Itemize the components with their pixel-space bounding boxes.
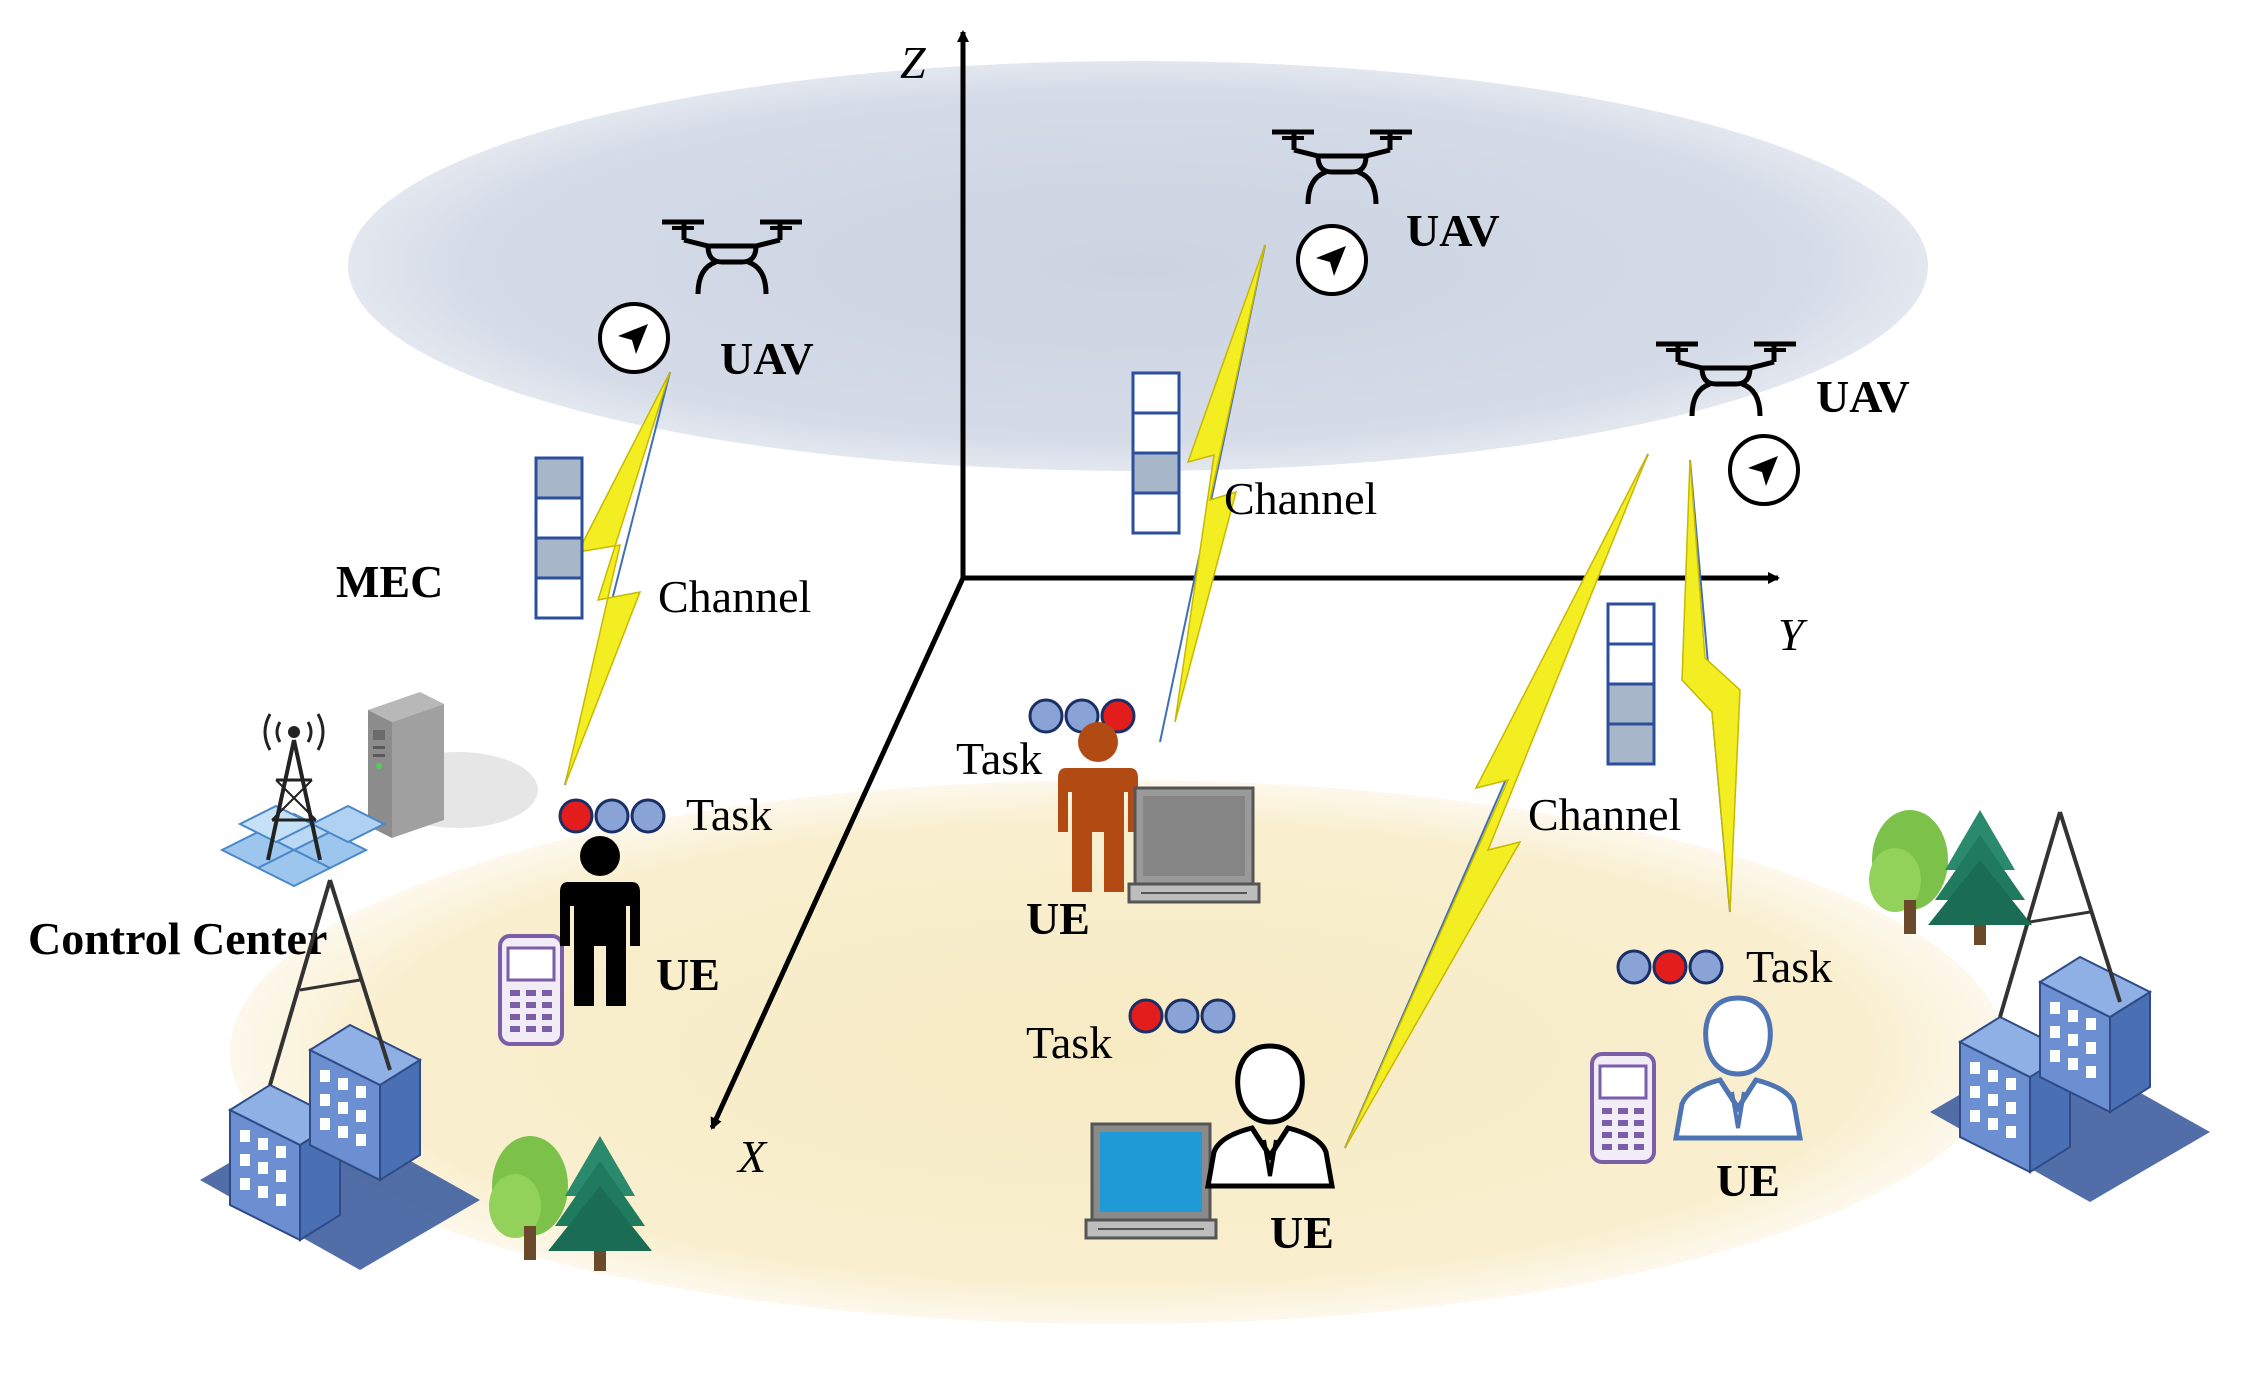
task-label-4: Task [1746,941,1832,992]
channel-label-1: Channel [658,571,811,622]
channel-label-3: Channel [1528,789,1681,840]
channel-label-2: Channel [1224,473,1377,524]
task-label-3: Task [1026,1017,1112,1068]
mec-label: MEC [336,556,443,607]
control-center-tower-icon [219,713,387,888]
task-queue-1 [558,798,666,834]
navigation-icon-3 [1728,434,1800,506]
control-center-label: Control Center [28,913,327,964]
ue-phone-icon-4 [1590,1052,1656,1164]
x-axis-label: X [736,1131,768,1182]
lightning-bolt-2 [1174,244,1266,723]
ue-label-4: UE [1716,1155,1780,1206]
task-label-2: Task [956,733,1042,784]
uav-label-3: UAV [1816,371,1910,422]
lightning-bolt-3 [1344,453,1649,1149]
channel-queue-3 [1606,602,1656,766]
ue-label-2: UE [1026,893,1090,944]
ue-laptop-icon-2 [1127,786,1261,904]
uav-label-1: UAV [720,333,814,384]
task-queue-4 [1616,949,1724,985]
task-label-1: Task [686,789,772,840]
ue-phone-icon-1 [498,934,564,1046]
task-queue-3 [1128,998,1236,1034]
channel-queue-1 [534,456,584,620]
channel-queue-2 [1131,371,1181,535]
ue-laptop-icon-3 [1084,1122,1218,1240]
task-queue-2 [1028,698,1136,734]
uav-label-2: UAV [1406,205,1500,256]
ue-label-1: UE [656,949,720,1000]
mec-server-icon [368,692,538,838]
ue-label-3: UE [1270,1207,1334,1258]
lightning-bolt-4 [1681,459,1741,913]
ground-plane [230,780,2006,1324]
navigation-icon-1 [598,302,670,374]
sky-plane [348,61,1928,471]
y-axis-label: Y [1778,609,1808,660]
x-axis [709,576,966,1130]
navigation-icon-2 [1296,224,1368,296]
z-axis-label: Z [900,37,926,88]
